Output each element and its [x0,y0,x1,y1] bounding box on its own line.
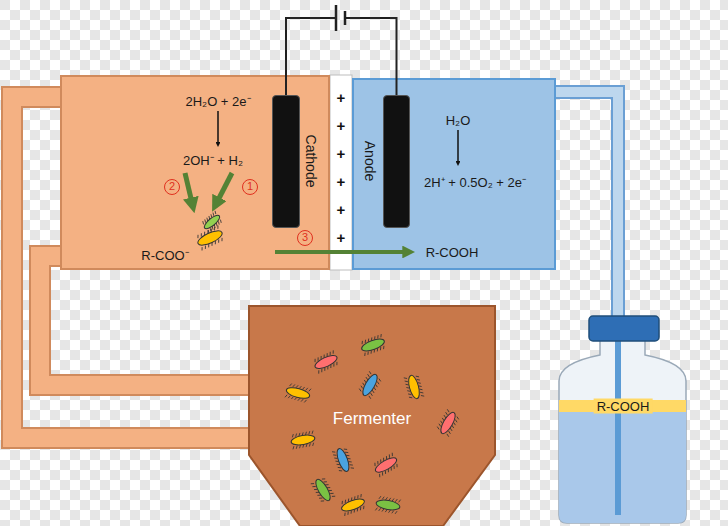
bacterium [436,409,461,437]
reaction-arrow [217,111,219,145]
vessel-label: Fermenter [333,409,411,428]
bottle-liquid [559,400,686,523]
bacterium [195,225,226,251]
charge-sign: + [337,90,346,105]
bacterium [375,496,401,515]
reaction-text: 2H⁺ + 0.5O₂ + 2e⁻ [424,175,526,190]
membrane [330,75,352,270]
pipe-core [555,92,618,316]
transport-arrow [329,250,353,254]
bacterium [359,334,387,356]
collection-bottle: R-COOH [555,315,690,526]
bacterium [332,446,354,474]
battery-symbol [344,11,347,25]
bacterium [200,211,223,233]
electrode-label: Anode [362,141,377,181]
bottle-body [559,340,686,523]
electrode-label: Cathode [303,135,318,188]
wire [345,18,397,79]
recirculation-pipe [40,256,249,385]
power-circuit [286,5,397,79]
electrode-rod [383,95,410,228]
chamber-fill [61,76,329,269]
reaction-arrow [457,130,459,164]
pipe-wall [555,92,618,316]
bacterium [311,476,336,504]
pathway-arrow [215,173,232,206]
inner-tube [615,339,621,515]
bacterium [372,453,400,478]
pathway-arrow [185,173,193,207]
bacterium [312,350,340,374]
cathode-electrode: Cathode [272,95,320,228]
product-tube [555,92,618,316]
anode-electrode: Anode [360,95,410,228]
wire [285,75,287,96]
bacterium [339,494,367,516]
wire [286,18,336,76]
pipe-core [40,256,249,385]
chamber-fill [353,79,555,269]
fermenter-vessel: Fermenter [248,305,496,526]
bottle-cap [589,316,659,341]
charge-sign: + [337,202,346,217]
reaction-text: 2H₂O + 2e⁻ [185,94,250,109]
reaction-text: 2OH⁻ + H₂ [183,153,243,168]
reaction-text: R-COOH [426,245,479,260]
wire [396,78,398,96]
transport-arrow [275,250,331,254]
product-label: R-COOH [594,399,653,414]
cathode-chamber: 2H₂O + 2e⁻ 2OH⁻ + H₂ R-COO⁻ Cathode [60,75,330,270]
charge-sign: + [337,174,346,189]
fermenter-body [249,306,495,526]
charge-sign: + [337,118,346,133]
anode-chamber: H₂O 2H⁺ + 0.5O₂ + 2e⁻ R-COOH Anode [352,78,556,270]
charge-sign: + [337,146,346,161]
shape-outline [555,315,690,526]
bacterium [290,431,316,450]
bacterium [358,371,383,399]
reaction-text: H₂O [446,113,471,128]
bacterium [284,383,311,404]
transport-arrow [351,250,410,254]
battery-symbol [335,5,338,31]
pipe-wall [40,256,249,385]
charge-sign: + [337,230,346,245]
electrode-rod [272,95,300,228]
reaction-text: R-COO⁻ [141,248,188,263]
bacterium [404,373,425,400]
